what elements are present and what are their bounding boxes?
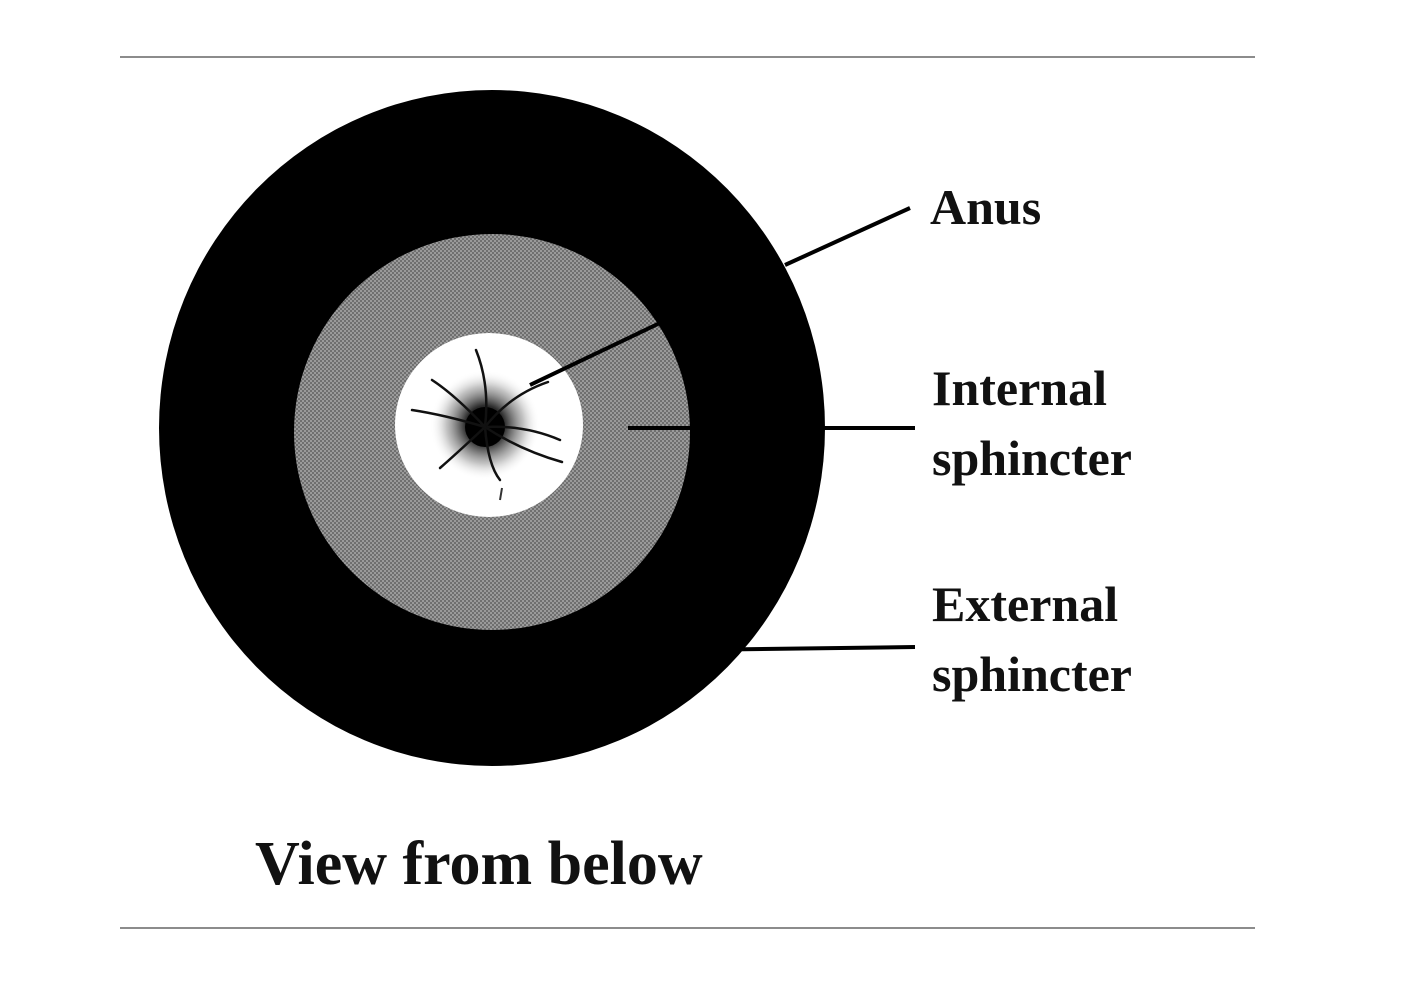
- anus-label: Anus: [930, 179, 1041, 235]
- diagram-caption: View from below: [255, 830, 703, 898]
- external-sphincter-label-line1: External: [932, 576, 1118, 632]
- external-sphincter-label-line2: sphincter: [932, 646, 1132, 702]
- internal-sphincter-label-line1: Internal: [932, 360, 1107, 416]
- anus-leader-line-outer: [784, 206, 911, 267]
- anus-center: [410, 348, 564, 501]
- anus-leader-line-inner: [529, 320, 663, 387]
- internal-sphincter-label-line2: sphincter: [932, 430, 1132, 486]
- external-sphincter-leader-line: [684, 645, 916, 652]
